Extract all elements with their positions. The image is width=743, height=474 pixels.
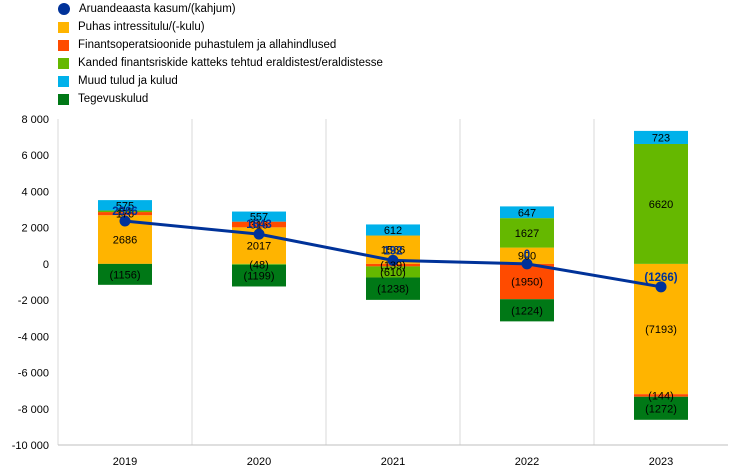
- bar-data-label: 176: [116, 209, 134, 221]
- bar-2021-series-2: [366, 266, 420, 278]
- y-tick-label: -10 000: [12, 440, 49, 452]
- y-tick-label: 6 000: [21, 150, 49, 162]
- legend-swatch-series-2: [58, 57, 69, 69]
- legend-item-series-4: Tegevuskulud: [58, 90, 658, 108]
- legend-label-series-3: Muud tulud ja kulud: [78, 75, 178, 87]
- y-tick-label: 2 000: [21, 223, 49, 235]
- y-tick-label: 4 000: [21, 186, 49, 198]
- bar-data-label: 575: [116, 200, 134, 212]
- line-data-label: 1643: [246, 219, 272, 231]
- bar-2021-series-3: [366, 224, 420, 236]
- bar-data-label: (144): [648, 390, 674, 402]
- bar-data-label: (1199): [244, 271, 275, 283]
- bar-2023-series-4: [634, 396, 688, 420]
- x-tick-label: 2021: [381, 456, 405, 468]
- line-data-label: 0: [524, 249, 530, 261]
- x-tick-label: 2020: [247, 456, 271, 468]
- bar-data-label: 612: [384, 225, 402, 237]
- y-tick-label: 8 000: [21, 114, 49, 126]
- y-tick-label: 0: [43, 259, 49, 271]
- bar-2022-series-0: [500, 247, 554, 264]
- bar-data-label: (7193): [645, 324, 677, 336]
- y-tick-label: -2 000: [18, 295, 49, 307]
- x-tick-label: 2023: [649, 456, 673, 468]
- bar-data-label: 2017: [247, 241, 271, 253]
- bar-data-label: 723: [652, 132, 670, 144]
- bar-data-label: (1156): [110, 269, 141, 281]
- bar-2023-series-1: [634, 394, 688, 397]
- legend-swatch-line: [58, 3, 70, 15]
- net-profit-point-2022: [521, 258, 533, 270]
- legend-swatch-series-0: [58, 21, 69, 33]
- bar-2019-series-1: [98, 212, 152, 216]
- legend-label-series-2: Kanded finantsriskide katteks tehtud era…: [78, 57, 383, 69]
- bar-2019-series-4: [98, 263, 152, 285]
- bar-data-label: 6620: [649, 199, 673, 211]
- bar-data-label: (139): [380, 260, 406, 272]
- y-tick-label: -6 000: [18, 368, 49, 380]
- bar-2020-series-2: [232, 263, 286, 265]
- bar-2022-series-3: [500, 206, 554, 219]
- bar-data-label: (1238): [377, 284, 409, 296]
- legend-item-line: Aruandeaasta kasum/(kahjum): [58, 0, 658, 18]
- legend-item-series-0: Puhas intressitulu/(-kulu): [58, 18, 658, 36]
- x-tick-label: 2022: [515, 456, 539, 468]
- bar-data-label: 900: [518, 251, 536, 263]
- bar-data-label: 1627: [515, 228, 539, 240]
- x-tick-label: 2019: [113, 456, 137, 468]
- legend-swatch-series-1: [58, 39, 69, 51]
- legend-item-series-3: Muud tulud ja kulud: [58, 72, 658, 90]
- bar-2022-series-1: [500, 263, 554, 300]
- bar-data-label: 2686: [113, 235, 137, 247]
- bar-data-label: (610): [380, 267, 406, 279]
- line-data-label: 192: [383, 245, 402, 257]
- line-data-label: 2366: [112, 206, 138, 218]
- chart-legend: Aruandeaasta kasum/(kahjum) Puhas intres…: [58, 0, 658, 108]
- bar-data-label: 1566: [381, 245, 405, 257]
- bar-2022-series-2: [500, 218, 554, 248]
- legend-label-series-0: Puhas intressitulu/(-kulu): [78, 21, 205, 33]
- legend-label-line: Aruandeaasta kasum/(kahjum): [79, 3, 236, 15]
- y-tick-label: -8 000: [18, 404, 49, 416]
- net-profit-point-2019: [119, 215, 131, 227]
- bar-2019-series-3: [98, 200, 152, 211]
- legend-label-series-1: Finantsoperatsioonide puhastulem ja alla…: [78, 39, 337, 51]
- legend-swatch-series-3: [58, 75, 69, 87]
- bar-2020-series-1: [232, 221, 286, 228]
- legend-item-series-1: Finantsoperatsioonide puhastulem ja alla…: [58, 36, 658, 54]
- y-tick-label: -4 000: [18, 331, 49, 343]
- bar-data-label: 84: [119, 206, 131, 218]
- bar-data-label: (1950): [511, 277, 543, 289]
- bar-data-label: (1224): [511, 305, 543, 317]
- legend-label-series-4: Tegevuskulud: [78, 93, 149, 105]
- line-data-label: (1266): [644, 272, 677, 284]
- legend-swatch-series-4: [58, 93, 69, 105]
- bar-data-label: (1272): [645, 403, 677, 415]
- bar-2023-series-3: [634, 130, 688, 144]
- net-profit-point-2023: [655, 281, 667, 293]
- net-profit-point-2020: [253, 228, 265, 240]
- bar-2022-series-4: [500, 299, 554, 322]
- bar-data-label: (48): [249, 259, 269, 271]
- bar-2021-series-4: [366, 277, 420, 300]
- bar-2020-series-4: [232, 264, 286, 287]
- bar-2023-series-2: [634, 143, 688, 264]
- legend-item-series-2: Kanded finantsriskide katteks tehtud era…: [58, 54, 658, 72]
- bar-data-label: 557: [250, 212, 268, 224]
- bar-data-label: 647: [518, 207, 536, 219]
- bar-2019-series-2: [98, 210, 152, 213]
- net-profit-point-2021: [387, 254, 399, 266]
- bar-data-label: 316: [250, 219, 268, 231]
- bar-2020-series-3: [232, 211, 286, 222]
